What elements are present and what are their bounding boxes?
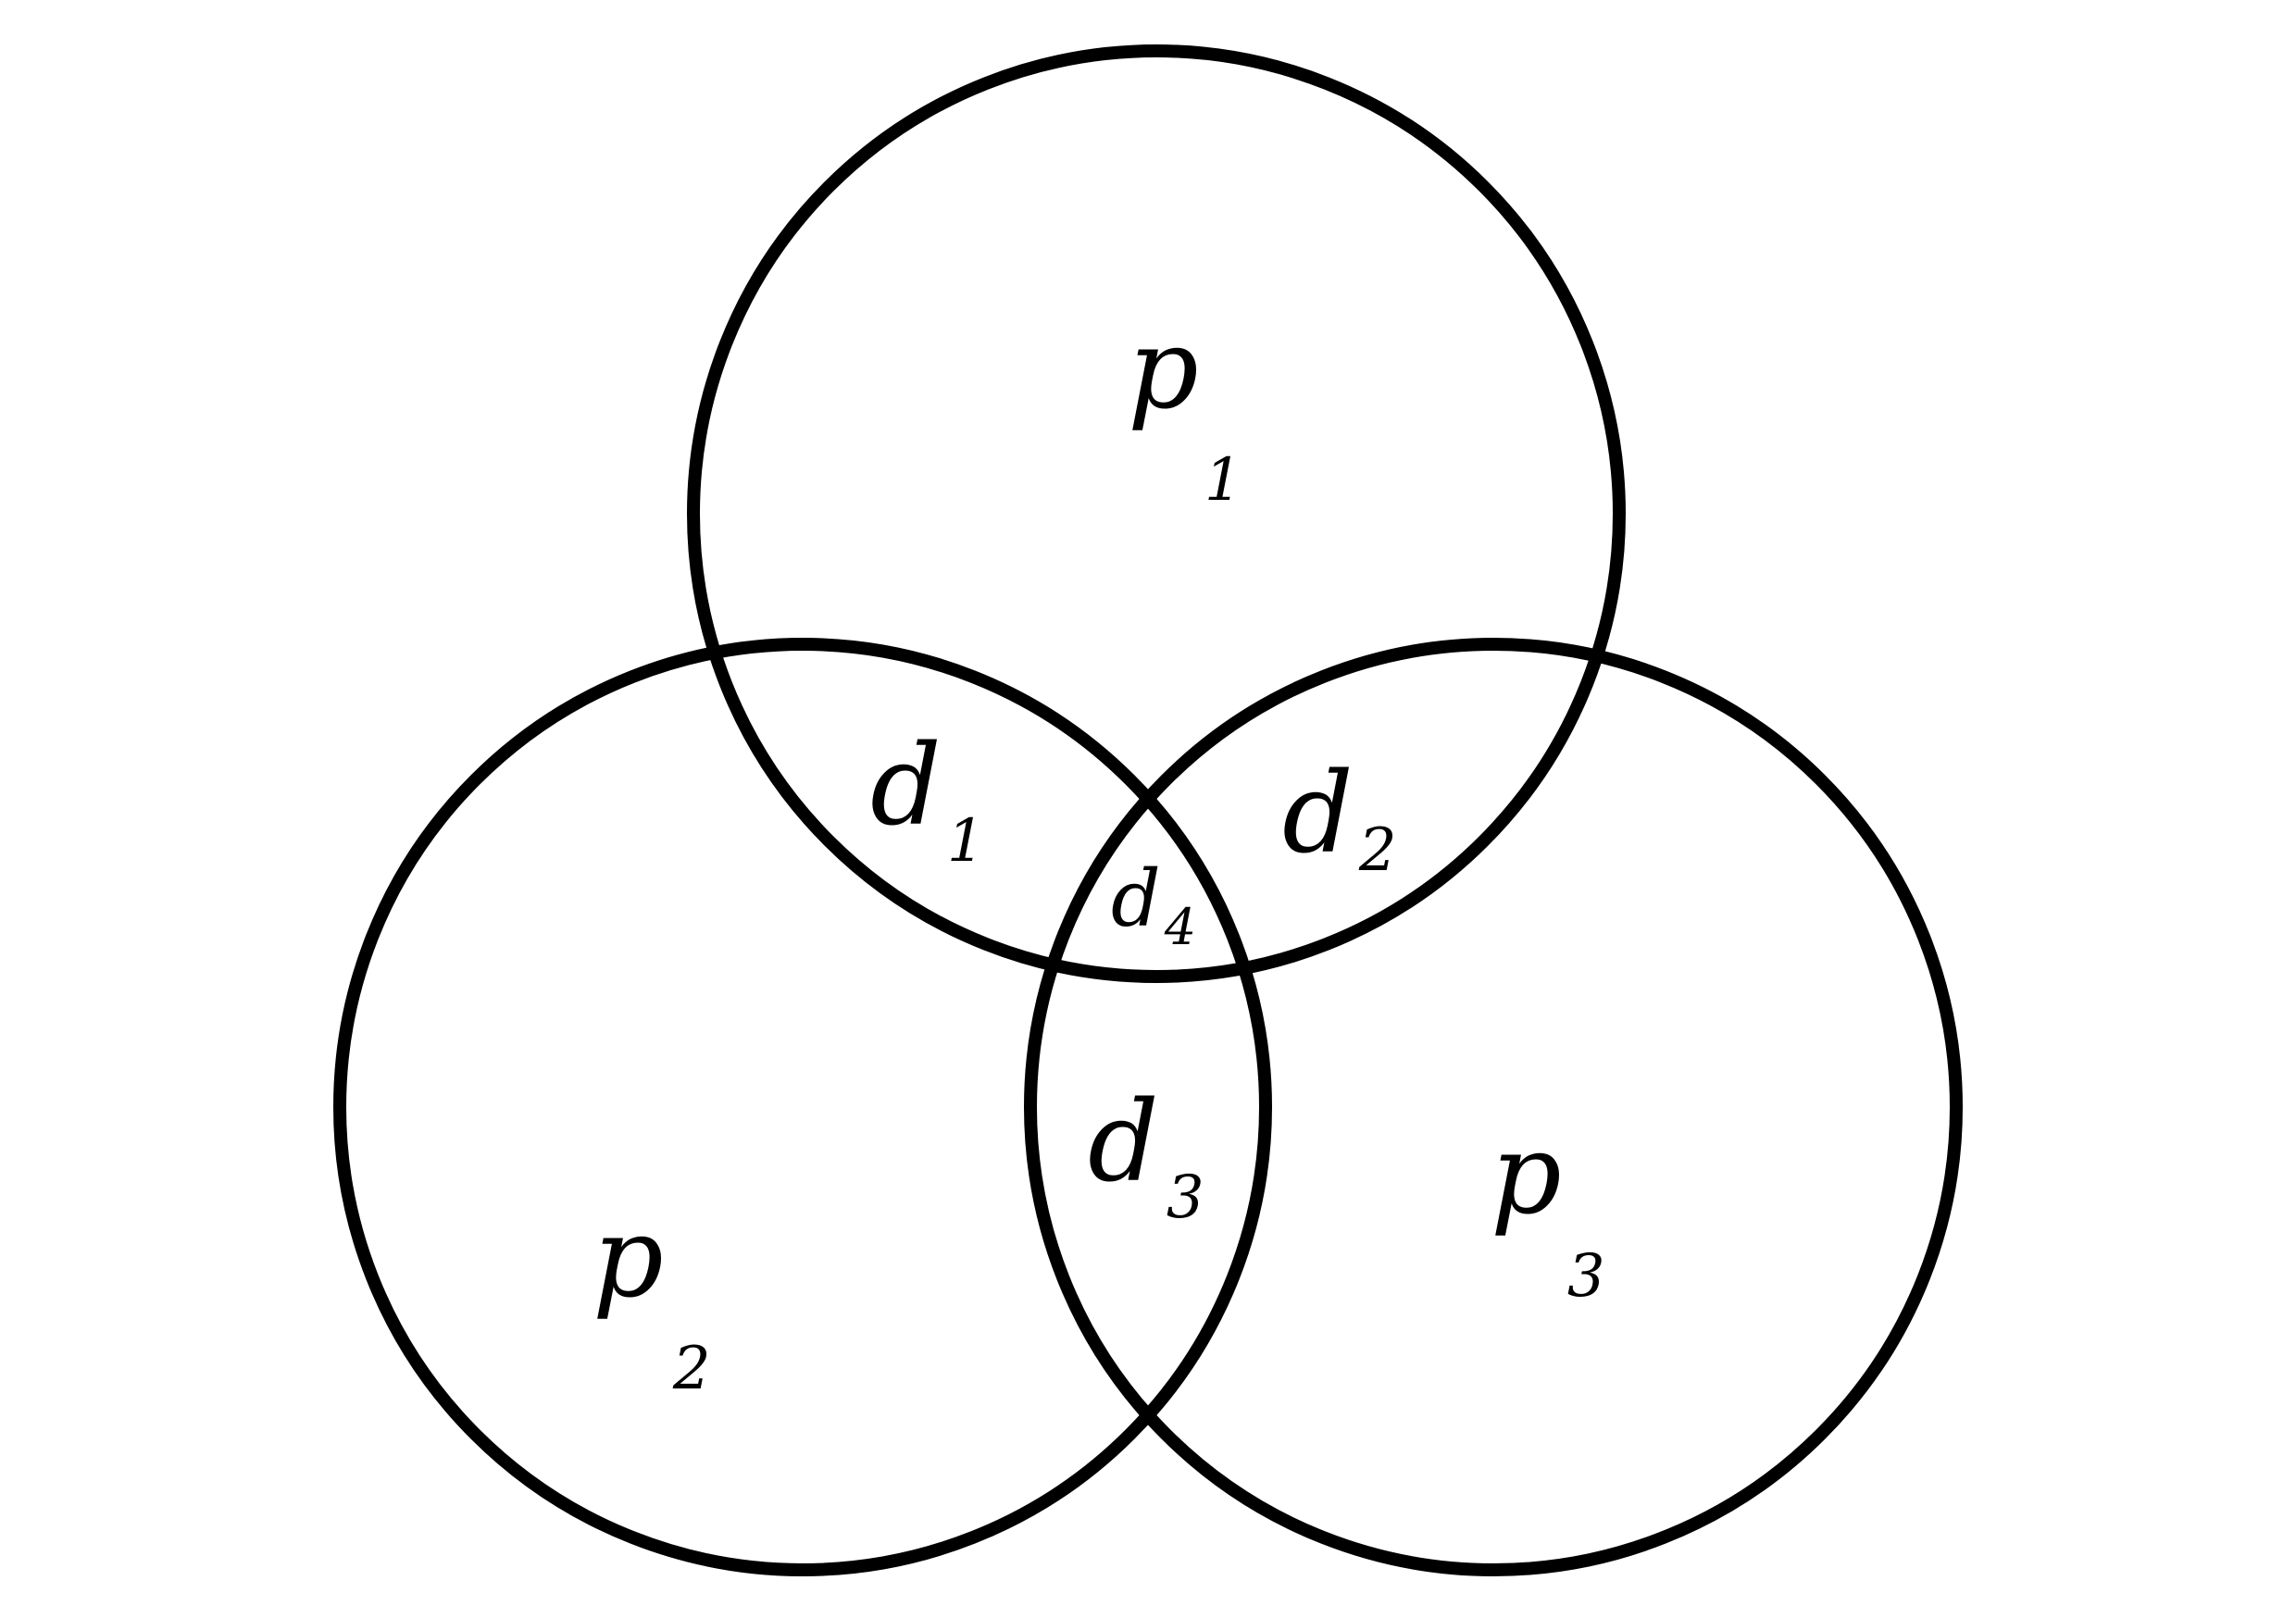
circle-p2 <box>333 638 1272 1576</box>
label-p3: p3 <box>1491 1111 1605 1311</box>
label-p1: p1 <box>1128 305 1242 515</box>
label-d1: d1 <box>870 722 985 876</box>
circle-p1 <box>687 44 1626 983</box>
label-p2: p2 <box>593 1194 711 1403</box>
label-d4: d4 <box>1111 853 1196 956</box>
circle-p3 <box>1024 638 1963 1576</box>
label-d2: d2 <box>1282 750 1397 885</box>
